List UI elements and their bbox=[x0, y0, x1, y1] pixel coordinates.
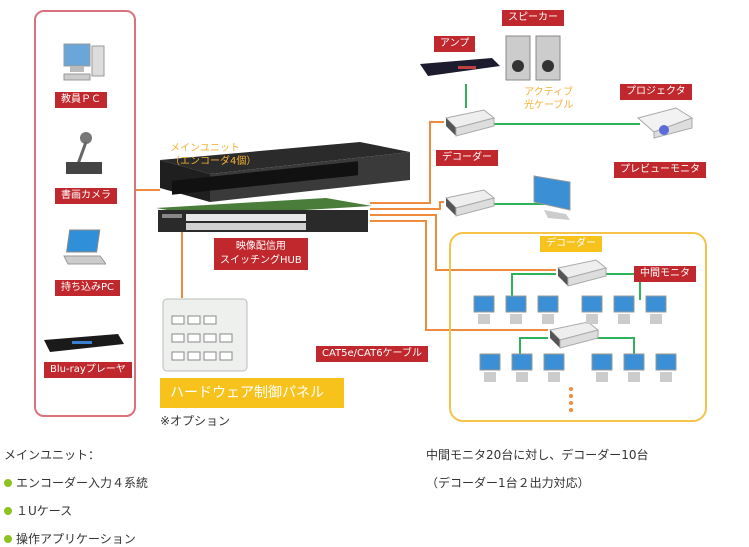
main-unit-encoder bbox=[160, 142, 410, 204]
green-cables bbox=[465, 84, 641, 354]
mid-monitor-label: 中間モニタ bbox=[634, 266, 696, 282]
main-unit-label-line1: メインユニット bbox=[170, 143, 240, 154]
projector-icon bbox=[636, 104, 694, 140]
main-unit-label: メインユニット （エンコーダ4個） bbox=[170, 142, 256, 168]
hardware-control-panel-icon bbox=[162, 298, 248, 372]
switching-hub bbox=[156, 172, 372, 234]
decoder-icon-middle bbox=[444, 188, 496, 218]
bullet-icon bbox=[4, 535, 12, 543]
optical-cable-line1: アクティブ bbox=[524, 87, 574, 98]
bluray-player-icon bbox=[42, 330, 126, 358]
decoder-icon-group-1 bbox=[556, 258, 608, 288]
orange-cables bbox=[136, 121, 556, 331]
laptop-label: 持ち込みPC bbox=[55, 280, 121, 296]
decoder-label-top: デコーダー bbox=[436, 150, 498, 166]
bluray-label: Blu-rayプレーヤ bbox=[44, 362, 132, 378]
notes-item-text: エンコーダー入力４系統 bbox=[16, 476, 149, 490]
decoder-group-label: デコーダー bbox=[540, 236, 602, 252]
option-note: ※オプション bbox=[160, 414, 231, 428]
laptop-icon bbox=[62, 228, 107, 268]
optical-cable-label: アクティブ 光ケーブル bbox=[524, 86, 573, 112]
mid-monitor-group-row2-left bbox=[478, 350, 570, 386]
preview-monitor-label: プレビューモニタ bbox=[614, 162, 706, 178]
main-unit-label-line2: （エンコーダ4個） bbox=[170, 156, 257, 167]
document-camera-label: 書画カメラ bbox=[55, 188, 117, 204]
bullet-icon bbox=[4, 507, 12, 515]
decoder-group-panel bbox=[449, 232, 707, 422]
preview-monitor-icon bbox=[530, 172, 580, 222]
projector-label: プロジェクタ bbox=[620, 84, 692, 100]
input-devices-panel bbox=[34, 10, 136, 417]
hub-label-line1: 映像配信用 bbox=[235, 241, 286, 252]
notes-item-text: １Uケース bbox=[16, 504, 73, 518]
decoder-icon-group-2 bbox=[548, 320, 600, 350]
speaker-label: スピーカー bbox=[502, 10, 564, 26]
mid-monitor-group-row1-left bbox=[472, 292, 564, 328]
control-panel-label: ハードウェア制御パネル bbox=[160, 378, 344, 408]
decoder-icon-top bbox=[444, 108, 496, 138]
pc-icon bbox=[62, 42, 106, 84]
amplifier-icon bbox=[418, 56, 502, 80]
hub-label: 映像配信用 スイッチングHUB bbox=[214, 238, 308, 270]
bullet-icon bbox=[4, 479, 12, 487]
notes-item-1: エンコーダー入力４系統 bbox=[4, 474, 148, 491]
notes-right-line2: （デコーダー1台２出力対応） bbox=[426, 476, 590, 490]
notes-right-line1: 中間モニタ20台に対し、デコーダー10台 bbox=[426, 448, 649, 462]
document-camera-icon bbox=[64, 130, 104, 176]
notes-item-3: 操作アプリケーション bbox=[4, 530, 136, 547]
continuation-dots bbox=[568, 386, 574, 412]
optical-cable-line2: 光ケーブル bbox=[524, 100, 574, 111]
notes-item-text: 操作アプリケーション bbox=[16, 532, 136, 546]
notes-heading: メインユニット： bbox=[4, 448, 101, 462]
hub-label-line2: スイッチングHUB bbox=[220, 255, 302, 266]
speaker-icon bbox=[504, 34, 564, 82]
mid-monitor-group-row1-right bbox=[580, 292, 672, 328]
cable-label: CAT5e/CAT6ケーブル bbox=[316, 346, 428, 362]
amp-label: アンプ bbox=[434, 36, 476, 52]
pc-label: 教員ＰＣ bbox=[55, 92, 107, 108]
mid-monitor-group-row2-right bbox=[590, 350, 682, 386]
notes-item-2: １Uケース bbox=[4, 502, 72, 519]
